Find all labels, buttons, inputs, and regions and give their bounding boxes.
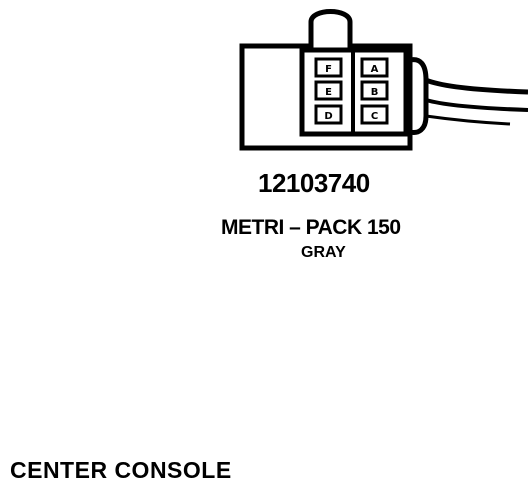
wire-harness <box>425 77 528 95</box>
pin-column-right: A B C <box>360 57 389 125</box>
wire-harness-bottom <box>425 114 511 126</box>
pin-label-b: B <box>371 87 379 98</box>
pin-column-left: F E D <box>314 57 343 125</box>
pin-label-e: E <box>325 87 332 98</box>
pin-label-d: D <box>324 111 332 122</box>
pin-label-c: C <box>371 111 378 122</box>
part-number: 12103740 <box>258 168 370 198</box>
connector-divider <box>351 52 355 132</box>
connector-color: GRAY <box>301 244 346 261</box>
connector-series: METRI – PACK 150 <box>221 216 401 239</box>
location-label: CENTER CONSOLE <box>10 457 232 483</box>
pin-label-f: F <box>325 64 332 75</box>
connector-lock-tab <box>409 57 429 135</box>
wire-harness-lower <box>425 98 528 112</box>
pin-label-a: A <box>371 64 379 75</box>
